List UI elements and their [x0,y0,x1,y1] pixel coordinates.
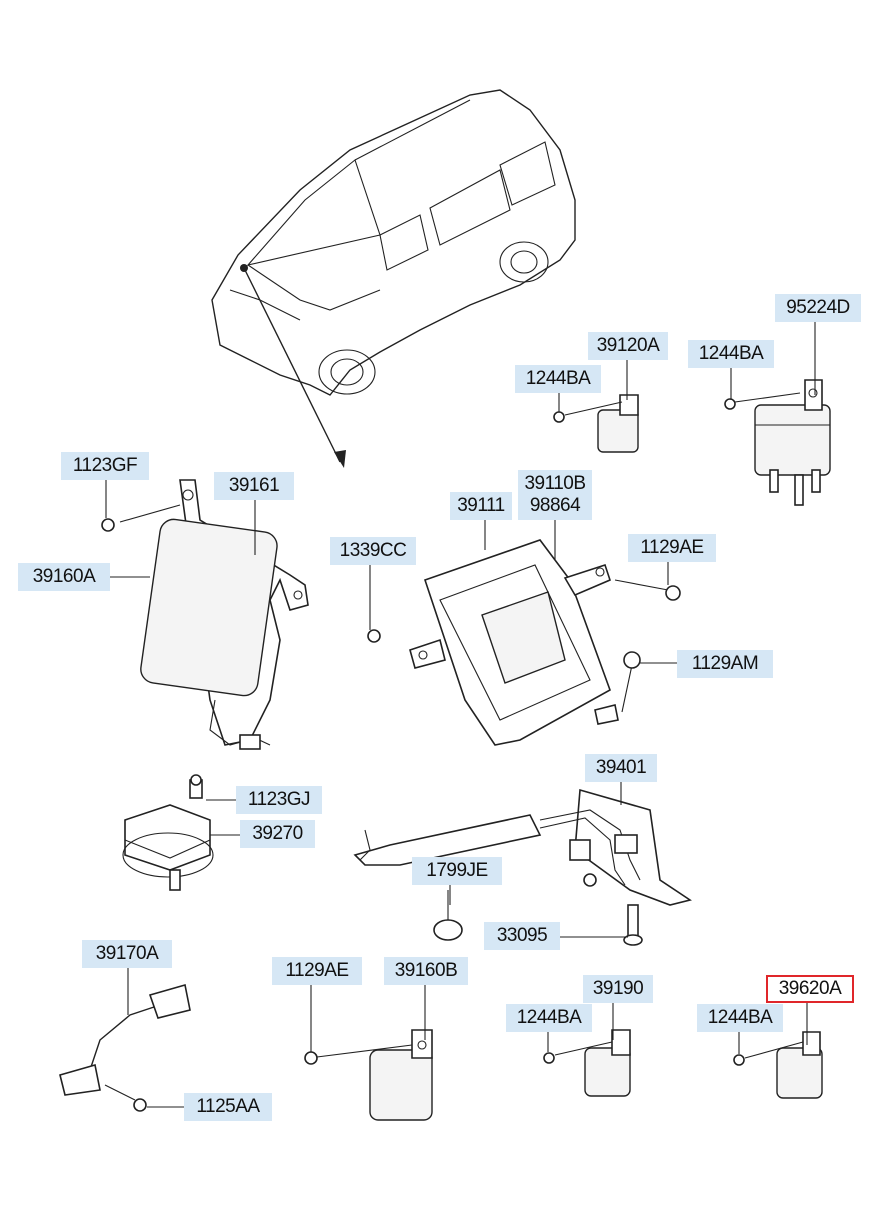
label-1129ae: 1129AE [272,957,362,985]
label-1129ae: 1129AE [628,534,716,562]
label-1123gf: 1123GF [61,452,149,480]
clip-1799je [433,890,463,941]
label-33095: 33095 [484,922,560,950]
bolt-33095 [623,904,643,946]
label-39111: 39111 [450,492,512,520]
label-39120a: 39120A [588,332,668,360]
leader-lines [105,322,816,1108]
van-illustration [211,89,576,468]
label-98864: 98864 [518,492,592,520]
label-39160a: 39160A [18,563,110,591]
label-39190: 39190 [583,975,653,1003]
label-39161: 39161 [214,472,294,500]
label-1244ba: 1244BA [515,365,601,393]
relay-39120a [553,394,639,453]
relay-95224d [724,379,831,506]
label-1125aa: 1125AA [184,1093,272,1121]
label-1244ba: 1244BA [688,340,774,368]
relay-39190 [543,1029,631,1097]
relay-39160b [304,1029,433,1121]
sensor-39270 [122,774,214,891]
label-1244ba: 1244BA [697,1004,783,1032]
module-39160a [101,479,309,750]
label-1339cc: 1339CC [330,537,416,565]
label-39620a: 39620A [766,975,854,1003]
label-39270: 39270 [240,820,315,848]
label-95224d: 95224D [775,294,861,322]
ecu-39110b [367,539,681,746]
sensor-39170a [59,983,191,1112]
label-1129am: 1129AM [677,650,773,678]
label-39160b: 39160B [384,957,468,985]
label-1244ba: 1244BA [506,1004,592,1032]
label-39170a: 39170A [82,940,172,968]
relay-39620a [733,1031,823,1099]
label-1123gj: 1123GJ [236,786,322,814]
label-1799je: 1799JE [412,857,502,885]
harness-39401 [353,788,692,906]
label-39401: 39401 [585,754,657,782]
